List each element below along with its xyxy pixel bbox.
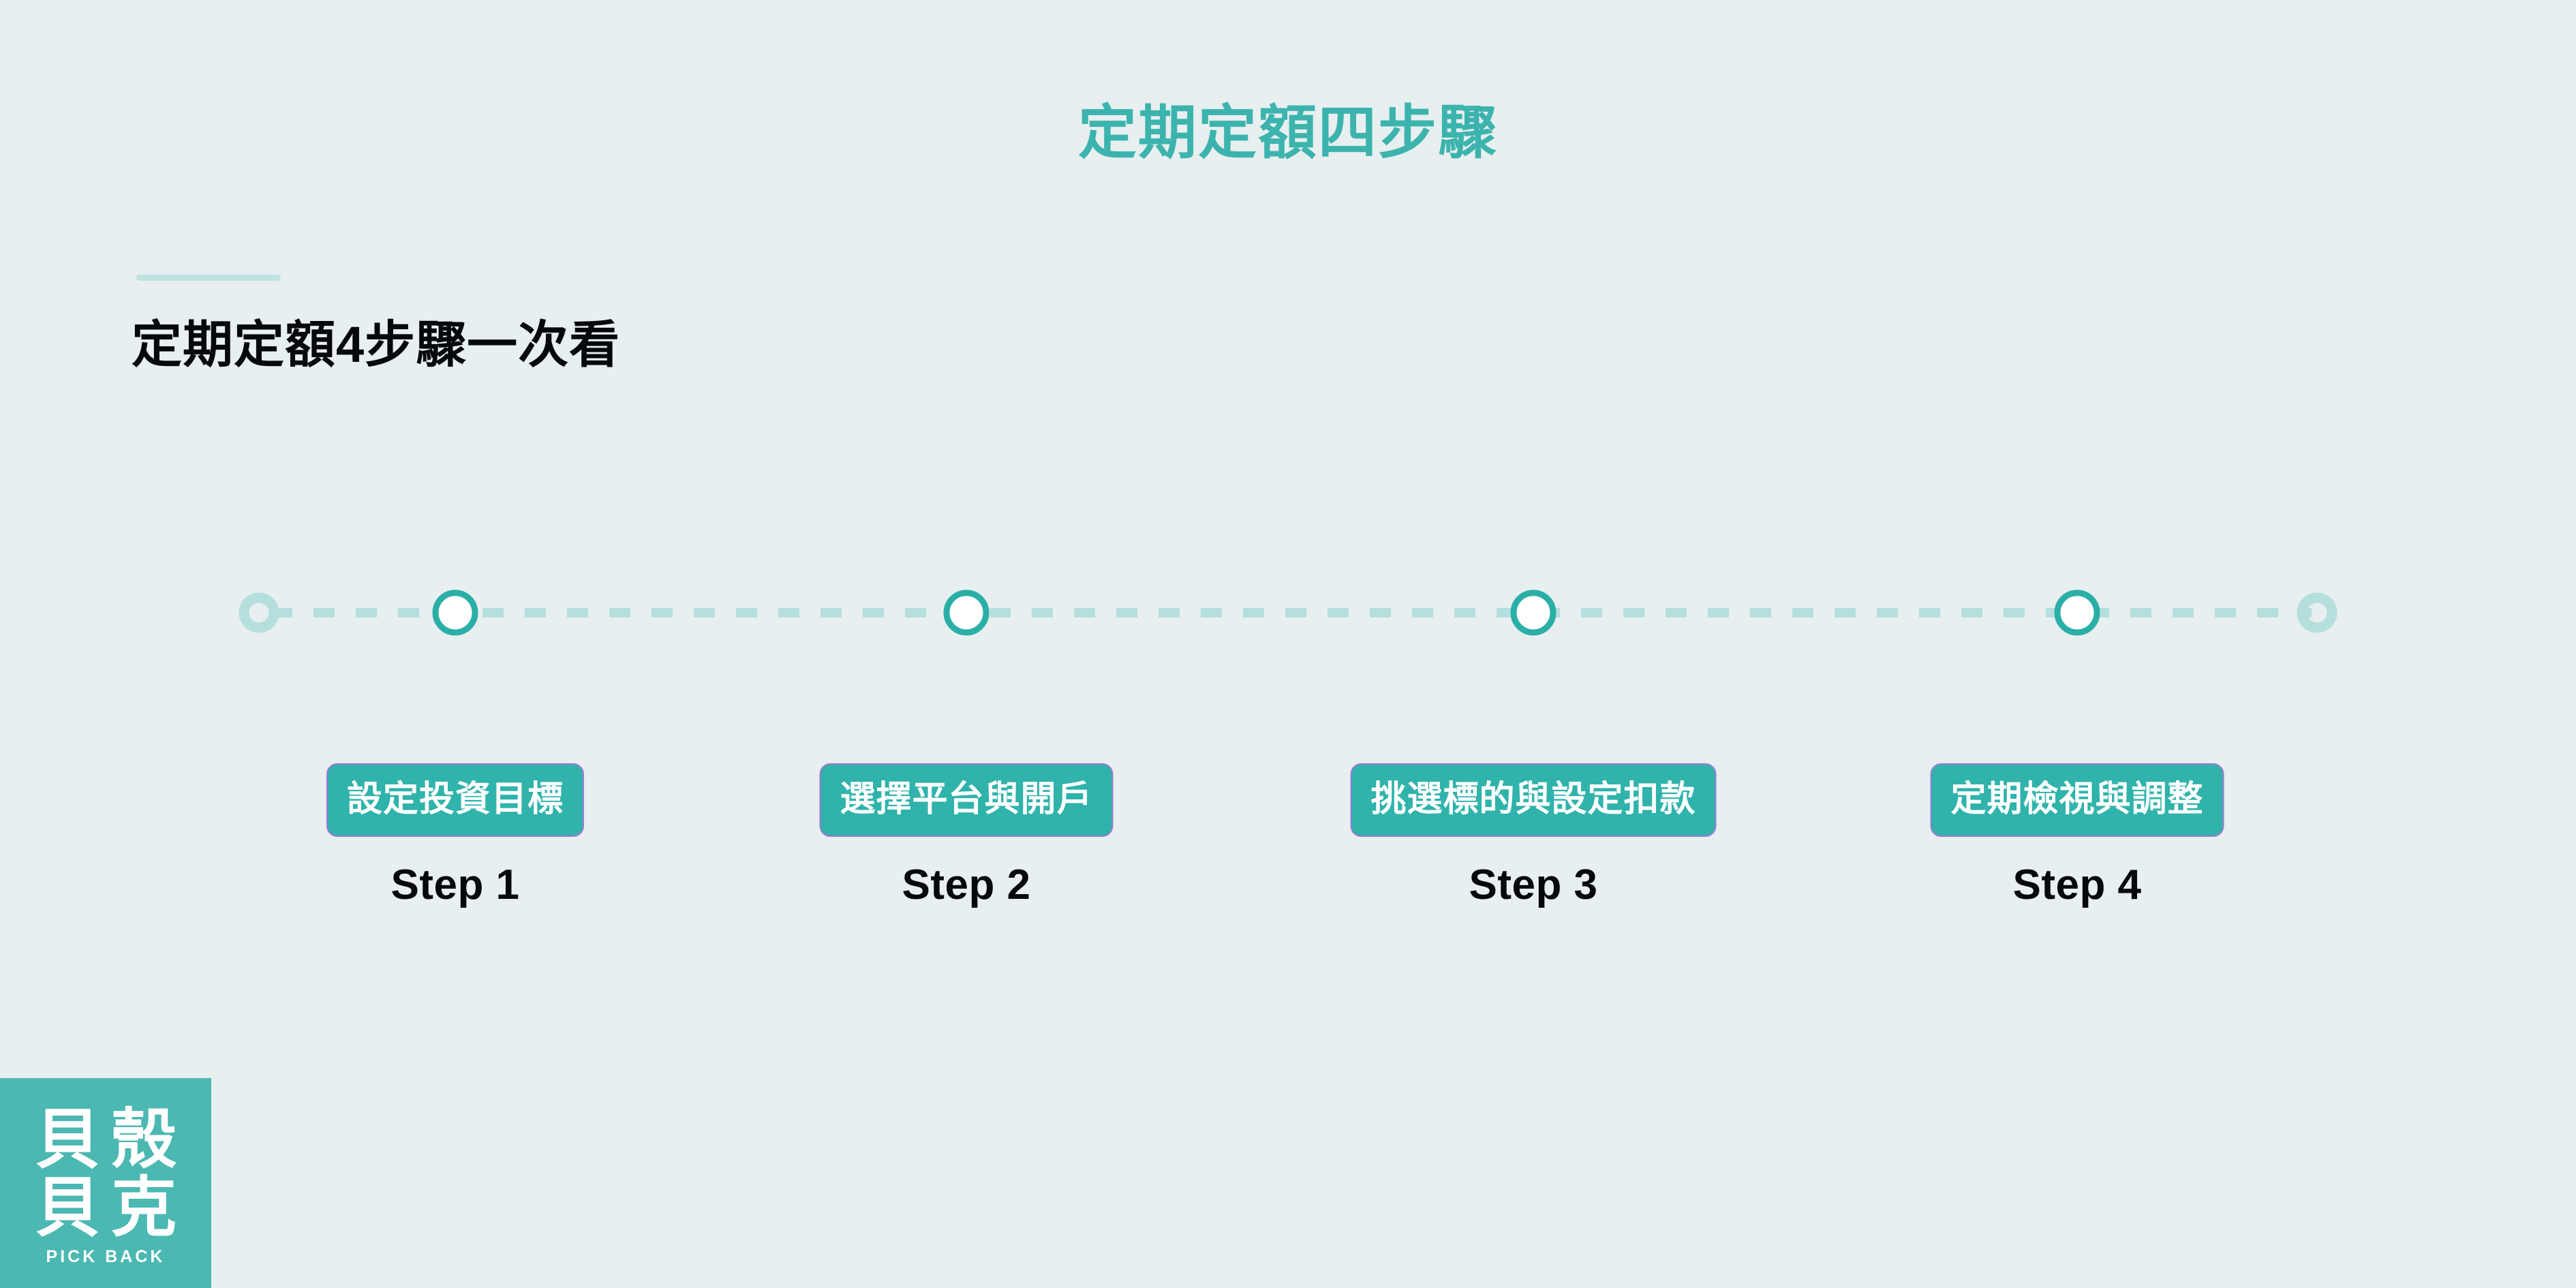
accent-rule bbox=[136, 275, 281, 281]
step-item-1[interactable]: 設定投資目標 Step 1 bbox=[326, 763, 585, 908]
page-title: 定期定額四步驟 bbox=[1078, 100, 1498, 166]
step-label-pill-2[interactable]: 選擇平台與開戶 bbox=[819, 763, 1114, 837]
logo-char-4: 克 bbox=[111, 1169, 177, 1246]
logo-char-2: 殼 bbox=[111, 1101, 177, 1178]
step-item-3[interactable]: 挑選標的與設定扣款 Step 3 bbox=[1350, 763, 1717, 908]
step-caption-3: Step 3 bbox=[1469, 861, 1598, 908]
brand-logo[interactable]: 貝 殼 貝 克 PICK BACK bbox=[0, 1078, 211, 1288]
logo-character-grid: 貝 殼 貝 克 bbox=[31, 1107, 180, 1240]
logo-char-1: 貝 bbox=[35, 1101, 100, 1178]
step-item-2[interactable]: 選擇平台與開戶 Step 2 bbox=[819, 763, 1114, 908]
section-heading: 定期定額4步驟一次看 bbox=[132, 316, 621, 373]
step-caption-1: Step 1 bbox=[390, 861, 520, 908]
step-label-pill-3[interactable]: 挑選標的與設定扣款 bbox=[1350, 763, 1717, 837]
step-label-pill-1[interactable]: 設定投資目標 bbox=[326, 763, 585, 837]
step-label-pill-4[interactable]: 定期檢視與調整 bbox=[1930, 763, 2224, 837]
step-caption-2: Step 2 bbox=[902, 861, 1031, 908]
logo-wordmark: PICK BACK bbox=[46, 1247, 166, 1266]
step-item-4[interactable]: 定期檢視與調整 Step 4 bbox=[1930, 763, 2224, 906]
step-caption-4: Step 4 bbox=[2012, 861, 2142, 908]
logo-char-3: 貝 bbox=[35, 1169, 100, 1246]
